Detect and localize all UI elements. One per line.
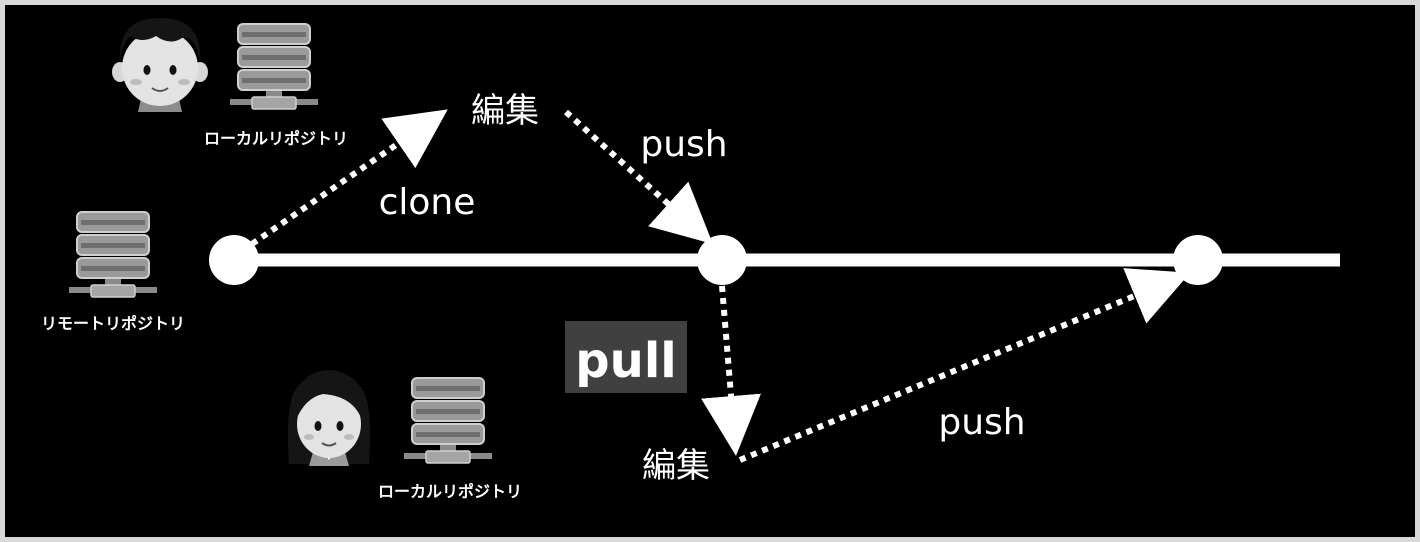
clone-label: clone — [379, 182, 476, 223]
commit-node-initial — [209, 235, 259, 285]
push-arrow-bottom — [738, 268, 1191, 463]
local-repo-caption-bottom: ローカルリポジトリ — [378, 482, 522, 501]
edit-label-top: 編集 — [471, 91, 539, 131]
pull-arrow — [701, 285, 761, 456]
remote-repo-caption: リモートリポジトリ — [41, 314, 185, 333]
server-icon — [68, 211, 158, 298]
diagram-frame: 編集 clone push push 編集 pull リモートリポジトリ ローカ… — [5, 5, 1415, 537]
push-arrow-top — [563, 109, 713, 245]
pull-label: pull — [575, 333, 676, 389]
pull-box — [565, 321, 687, 393]
user-male-icon — [112, 18, 208, 112]
local-repo-caption-top: ローカルリポジトリ — [204, 129, 348, 148]
server-icon — [229, 23, 319, 110]
commit-node-after-first-push — [697, 235, 747, 285]
server-icon — [403, 377, 493, 464]
user-female-icon — [287, 370, 371, 466]
push-label-top: push — [640, 124, 727, 165]
commit-node-after-second-push — [1173, 235, 1223, 285]
push-label-bottom: push — [938, 402, 1025, 443]
edit-label-bottom: 編集 — [642, 446, 710, 486]
git-workflow-diagram: 編集 clone push push 編集 pull リモートリポジトリ ローカ… — [41, 18, 1340, 501]
